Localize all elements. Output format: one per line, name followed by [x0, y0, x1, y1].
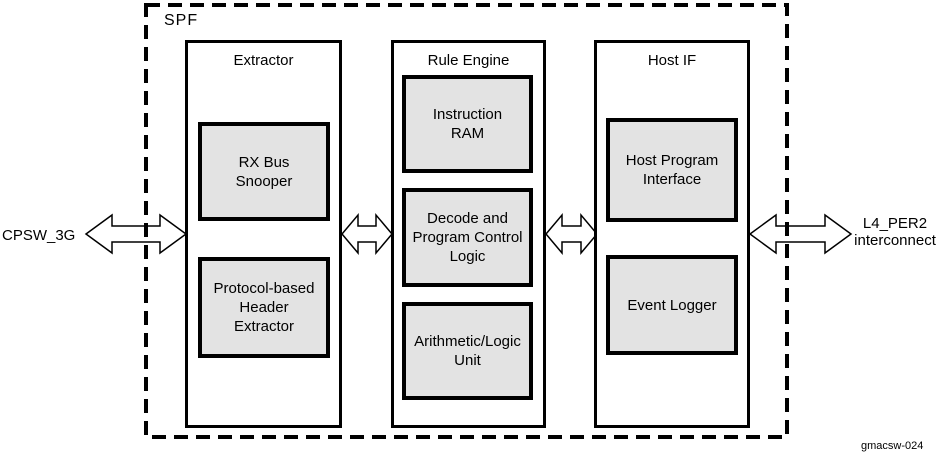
- module-event-logger: Event Logger: [606, 255, 738, 355]
- module-protocol-based-header-extractor: Protocol-based Header Extractor: [198, 257, 330, 358]
- bidirectional-arrow-extractor-rule-engine: [341, 212, 393, 256]
- module-rx-bus-snooper: RX Bus Snooper: [198, 122, 330, 221]
- block-extractor: Extractor: [185, 40, 342, 428]
- module-host-program-interface: Host Program Interface: [606, 118, 738, 222]
- external-interface-label-cpsw-3g: CPSW_3G: [2, 227, 76, 244]
- block-host-if: Host IF: [594, 40, 750, 428]
- module-instruction-ram: Instruction RAM: [402, 75, 533, 173]
- block-extractor-title: Extractor: [233, 52, 294, 69]
- spf-dashed-boundary: [144, 3, 789, 439]
- module-decode-program-control-logic: Decode and Program Control Logic: [402, 188, 533, 287]
- external-interface-label-l4-per2-interconnect: L4_PER2 interconnect: [854, 215, 936, 249]
- block-rule-engine-title: Rule Engine: [427, 52, 510, 69]
- block-host-if-title: Host IF: [647, 52, 697, 69]
- spf-container-label: SPF: [164, 12, 199, 29]
- bidirectional-arrow-rule-engine-host-if: [545, 212, 598, 256]
- module-arithmetic-logic-unit: Arithmetic/Logic Unit: [402, 302, 533, 400]
- bidirectional-arrow-cpsw-extractor: [84, 213, 188, 255]
- bidirectional-arrow-host-if-l4: [748, 213, 853, 255]
- figure-id: gmacsw-024: [861, 440, 924, 452]
